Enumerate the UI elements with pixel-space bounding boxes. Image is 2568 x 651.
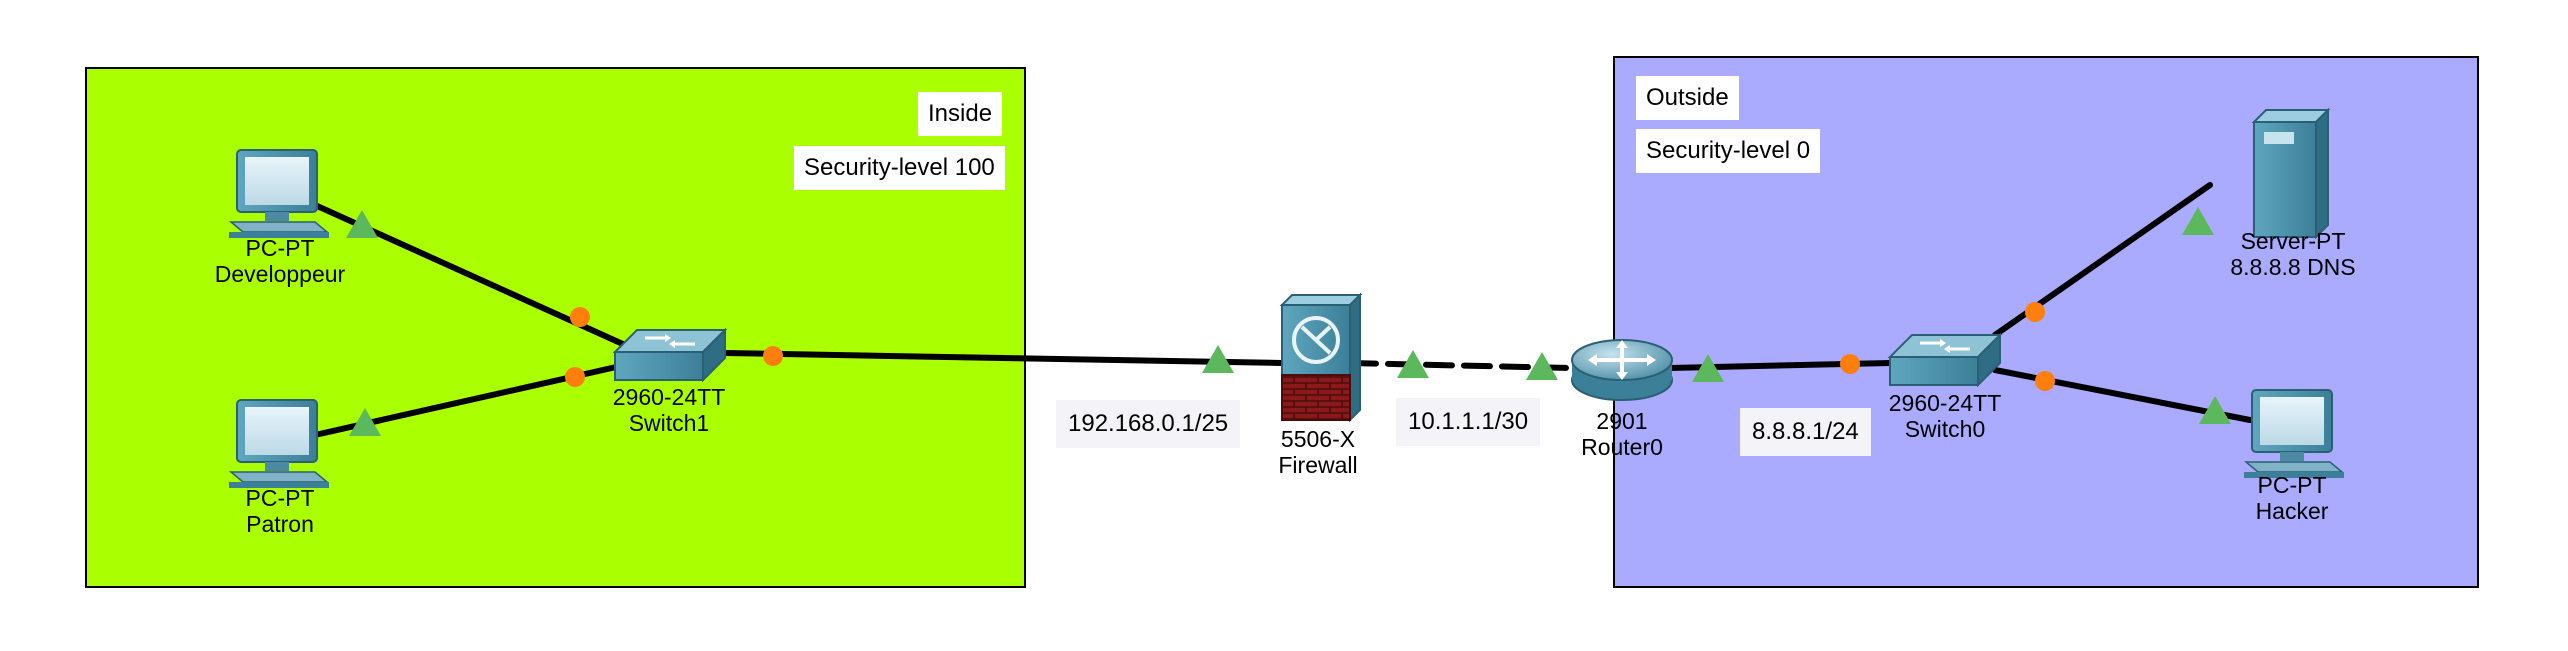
pc-icon[interactable] <box>2243 389 2345 478</box>
link-up-triangle-icon <box>2199 396 2231 424</box>
device-label-router0: 2901 Router0 <box>1502 408 1742 460</box>
device-name: Switch0 <box>1904 416 1986 442</box>
device-model: PC-PT <box>2257 472 2327 498</box>
link-up-triangle-icon <box>2182 207 2214 235</box>
port-dot-icon <box>2025 302 2045 322</box>
device-model: 2960-24TT <box>1888 390 2002 416</box>
link-up-triangle-icon <box>346 210 378 238</box>
cable-switch1-firewall <box>722 350 1285 366</box>
device-label-switch1: 2960-24TT Switch1 <box>549 384 789 436</box>
outside-zone-label: Outside <box>1636 76 1739 120</box>
outside-network-ip-label: 8.8.8.1/24 <box>1740 408 1871 456</box>
inside-security-level-label: Security-level 100 <box>794 146 1005 190</box>
link-up-triangle-icon <box>1202 345 1234 373</box>
device-name: Switch1 <box>628 410 710 436</box>
link-up-triangle-icon <box>1692 354 1724 382</box>
device-label-developpeur: PC-PT Developpeur <box>160 235 400 287</box>
switch-icon[interactable] <box>612 327 728 383</box>
inside-network-ip-label: 192.168.0.1/25 <box>1056 400 1241 448</box>
device-name: Hacker <box>2255 498 2329 524</box>
device-model: 2901 <box>1596 408 1648 434</box>
port-dot-icon <box>1840 354 1860 374</box>
port-dot-icon <box>2035 371 2055 391</box>
switch-icon[interactable] <box>1887 332 2003 388</box>
device-model: Server-PT <box>2240 228 2346 254</box>
outside-security-level-label: Security-level 0 <box>1636 129 1821 173</box>
cable-firewall-router0 <box>1347 360 1573 371</box>
firewall-router-ip-label: 10.1.1.1/30 <box>1396 398 1541 446</box>
device-name: Developpeur <box>214 261 346 287</box>
pc-icon[interactable] <box>228 399 330 488</box>
port-dot-icon <box>570 307 590 327</box>
link-up-triangle-icon <box>1526 352 1558 380</box>
pc-icon[interactable] <box>228 149 330 238</box>
inside-zone-label: Inside <box>918 92 1003 136</box>
device-label-server: Server-PT 8.8.8.8 DNS <box>2173 228 2413 280</box>
device-name: Patron <box>246 511 314 537</box>
device-model: 2960-24TT <box>612 384 726 410</box>
device-name: Router0 <box>1581 434 1663 460</box>
device-model: PC-PT <box>245 235 315 261</box>
link-up-markers <box>346 207 2231 436</box>
device-label-hacker: PC-PT Hacker <box>2172 472 2412 524</box>
router-icon[interactable] <box>1571 339 1673 401</box>
device-name: Firewall <box>1278 452 1358 478</box>
device-label-switch0: 2960-24TT Switch0 <box>1825 390 2065 442</box>
firewall-icon[interactable] <box>1279 292 1363 423</box>
link-up-triangle-icon <box>349 408 381 436</box>
device-label-firewall: 5506-X Firewall <box>1198 426 1438 478</box>
link-up-triangle-icon <box>1397 350 1429 378</box>
device-label-patron: PC-PT Patron <box>160 485 400 537</box>
device-name: 8.8.8.8 DNS <box>2230 254 2356 280</box>
device-model: 5506-X <box>1280 426 1356 452</box>
port-dot-icon <box>763 346 783 366</box>
device-model: PC-PT <box>245 485 315 511</box>
port-dot-icon <box>565 367 585 387</box>
port-status-dots <box>565 302 2055 391</box>
server-icon[interactable] <box>2251 107 2331 240</box>
